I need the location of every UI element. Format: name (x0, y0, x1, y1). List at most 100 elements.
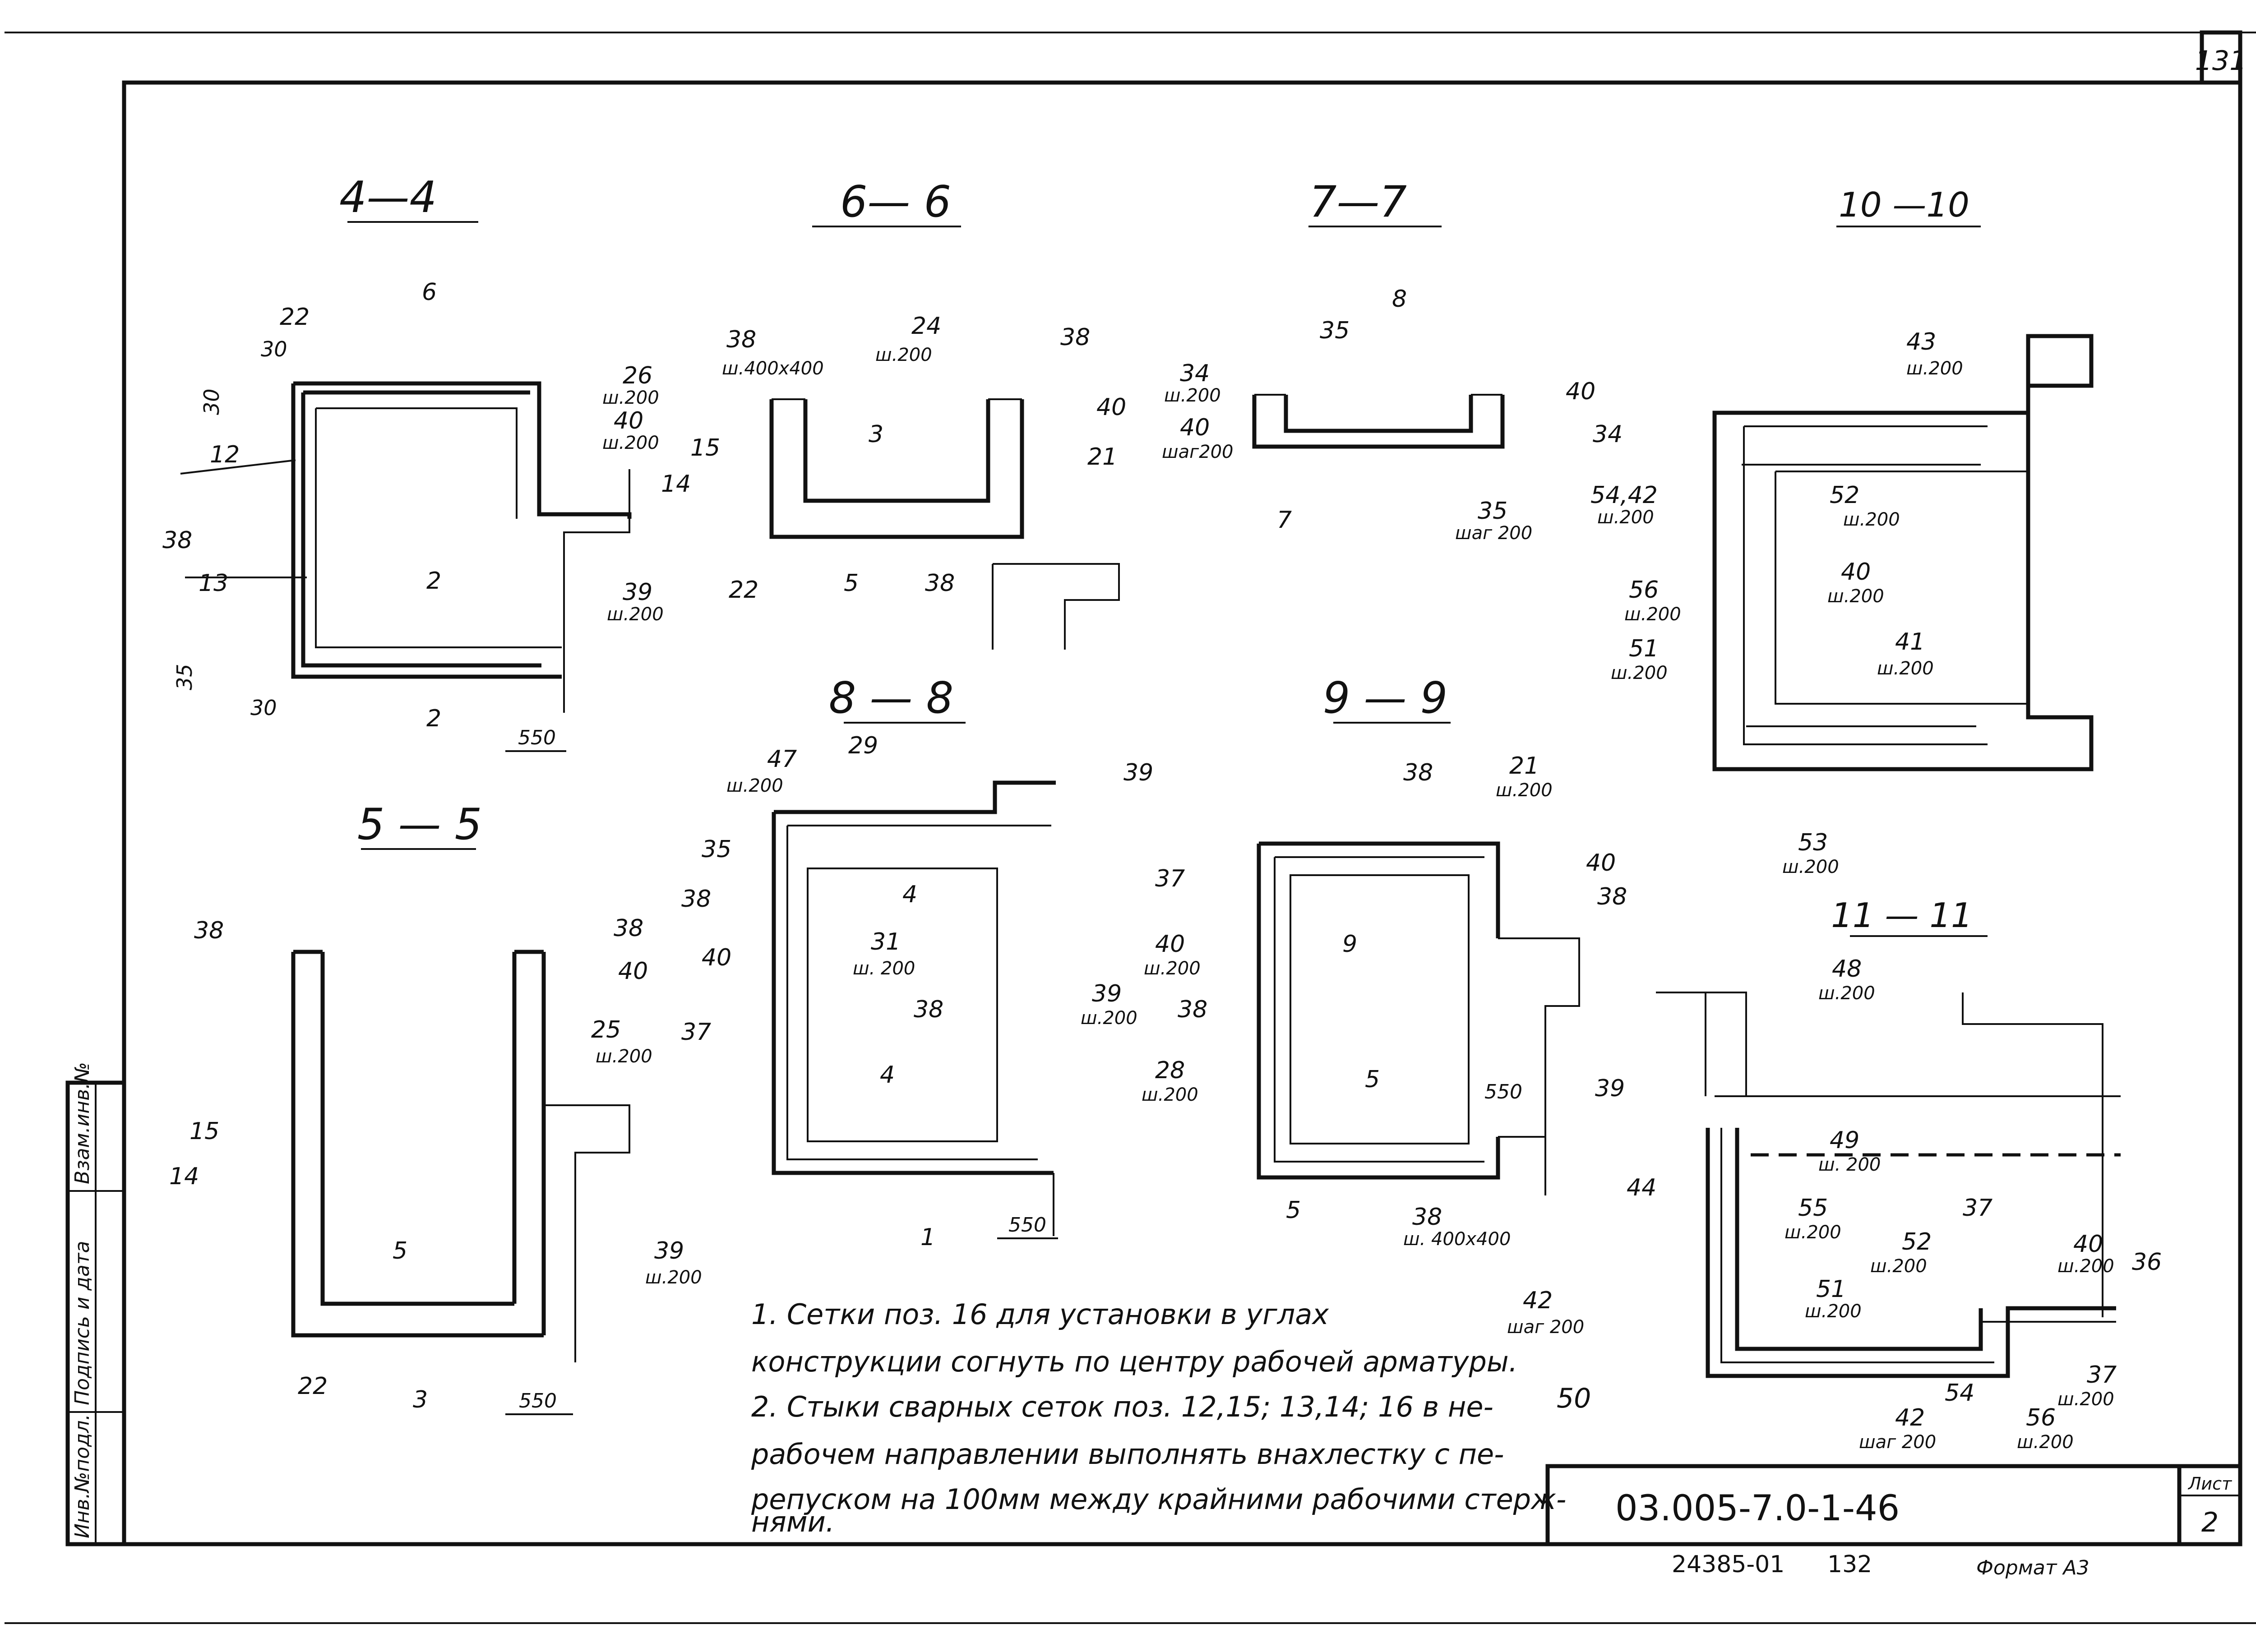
callout-label: ш.200 (1784, 1222, 1841, 1243)
callout-label: 37 (1155, 865, 1185, 892)
note-line: 2. Стыки сварных сеток поз. 12,15; 13,14… (751, 1390, 1493, 1423)
bottom-code: 24385-01 (1672, 1551, 1784, 1578)
callout-label: 28 (1155, 1057, 1185, 1084)
callout-label: 39 (1123, 759, 1153, 786)
section-7-7: 7—7 8 35 34 ш.200 40 шаг200 40 34 35 шаг… (1162, 177, 1623, 544)
callout-label: ш.200 (1843, 509, 1900, 530)
callout-label: ш.200 (1164, 385, 1221, 406)
note-line: конструкции согнуть по центру рабочей ар… (751, 1345, 1517, 1378)
list-label: Лист (2187, 1474, 2233, 1494)
section-11-11: 11 — 11 48 ш.200 49 ш. 200 44 55 ш.200 5… (1507, 895, 2162, 1453)
callout-label: 38 (726, 326, 756, 353)
callout-label: 40 (1180, 414, 1210, 441)
side-stamp: Инв.№подл. Подпись и дата Взам.инв.№ (65, 1062, 126, 1546)
callout-label: 38 (1060, 324, 1090, 351)
callout-label: 40 (1566, 378, 1595, 405)
callout-label: 14 (169, 1163, 199, 1190)
callout-label: ш.200 (1827, 586, 1884, 607)
callout-label: 25 (591, 1016, 621, 1043)
callout-label: 6— 6 (840, 177, 951, 227)
callout-label: ш.200 (1142, 1084, 1198, 1105)
callout-label: 38 (925, 570, 955, 597)
callout-label: 3 (413, 1386, 428, 1413)
callout-label: ш.200 (1496, 780, 1553, 801)
callout-label: 39 (654, 1237, 684, 1264)
section-8-8: 8 — 8 47 ш.200 29 39 35 4 38 31 ш. 200 4… (681, 674, 1153, 1251)
bottom-page: 132 (1827, 1551, 1872, 1578)
callout-label: ш.200 (2057, 1256, 2114, 1277)
callout-label: 36 (2132, 1249, 2162, 1276)
callout-label: 38 (614, 915, 643, 942)
callout-label: ш.200 (1144, 958, 1201, 979)
callout-label: 3 (869, 421, 883, 448)
callout-label: 5 (1365, 1066, 1380, 1093)
callout-label: 42 (1895, 1404, 1925, 1431)
callout-label: шаг 200 (1507, 1317, 1584, 1338)
callout-label: 5 (844, 570, 859, 597)
callout-label: 37 (1963, 1195, 1992, 1222)
callout-label: ш.400х400 (722, 358, 824, 379)
callout-label: 10 —10 (1839, 185, 1969, 225)
callout-label: шаг200 (1162, 442, 1233, 462)
callout-label: ш.200 (1611, 663, 1668, 683)
callout-label: 41 (1895, 628, 1925, 655)
callout-label: 26 (623, 362, 652, 389)
callout-label: ш.200 (2017, 1432, 2074, 1453)
callout-label: 40 (2073, 1231, 2103, 1258)
section-9-9: 9 — 9 38 21 ш.200 37 40 9 38 40 ш.200 38… (1142, 674, 1627, 1250)
callout-label: 35 (172, 664, 197, 690)
format-label: Формат А3 (1976, 1556, 2090, 1579)
callout-label: 24 (911, 313, 941, 340)
callout-label: ш.200 (1805, 1301, 1862, 1322)
callout-label: 52 (1902, 1228, 1932, 1255)
callout-label: ш.200 (1597, 507, 1654, 528)
callout-label: 47 (767, 746, 797, 773)
callout-label: 35 (702, 836, 731, 863)
callout-label: ш.200 (2057, 1389, 2114, 1410)
note-line: рабочем направлении выполнять внахлестку… (751, 1438, 1504, 1471)
callout-label: 34 (1593, 421, 1623, 448)
callout-label: 51 (1629, 635, 1659, 662)
callout-label: 13 (199, 570, 228, 597)
callout-label: 39 (623, 579, 652, 606)
callout-label: 52 (1830, 482, 1859, 509)
stamp-replace-inv: Взам.инв.№ (71, 1062, 94, 1184)
callout-label: ш. 200 (1818, 1154, 1881, 1175)
callout-label: 5 (1286, 1197, 1301, 1224)
callout-label: 29 (848, 732, 878, 759)
stamp-signature-date: Подпись и дата (71, 1241, 94, 1405)
callout-label: 38 (1597, 883, 1627, 910)
callout-label: 21 (1087, 443, 1117, 471)
callout-label: 7—7 (1309, 177, 1407, 227)
callout-label: 15 (690, 434, 720, 461)
callout-label: 38 (194, 917, 224, 944)
callout-label: ш.200 (645, 1267, 702, 1288)
callout-label: ш.200 (875, 345, 932, 365)
callout-label: 4 (880, 1061, 895, 1089)
callout-label: 35 (1320, 317, 1350, 344)
callout-label: 40 (618, 958, 648, 985)
callout-label: ш. 200 (853, 958, 915, 979)
callout-label: 22 (280, 304, 310, 331)
callout-label: 9 — 9 (1323, 674, 1447, 723)
callout-label: 550 (518, 726, 556, 749)
callout-label: ш.200 (1870, 1256, 1927, 1277)
callout-label: 38 (1178, 996, 1207, 1023)
callout-label: 22 (298, 1373, 328, 1400)
callout-label: 34 (1180, 360, 1210, 387)
callout-label: 55 (1798, 1195, 1828, 1222)
callout-label: ш.200 (602, 433, 659, 453)
list-number: 2 (2201, 1507, 2219, 1538)
callout-label: 2 (426, 568, 441, 595)
page-number-box (2200, 30, 2242, 85)
callout-label: ш. 400х400 (1403, 1229, 1511, 1250)
callout-label: ш.200 (1906, 358, 1963, 379)
callout-label: 56 (2026, 1404, 2056, 1431)
callout-label: 35 (1478, 498, 1507, 525)
callout-label: 30 (199, 388, 224, 415)
callout-label: ш.200 (596, 1046, 652, 1067)
section-6-6: 6— 6 38 ш.400х400 24 ш.200 38 40 3 15 14… (661, 177, 1126, 650)
callout-label: ш.200 (1081, 1008, 1137, 1029)
callout-label: 4 (902, 881, 917, 908)
section-10-10: 10 —10 43 ш.200 54,42 ш.200 52 ш.200 56 … (1590, 185, 2094, 877)
